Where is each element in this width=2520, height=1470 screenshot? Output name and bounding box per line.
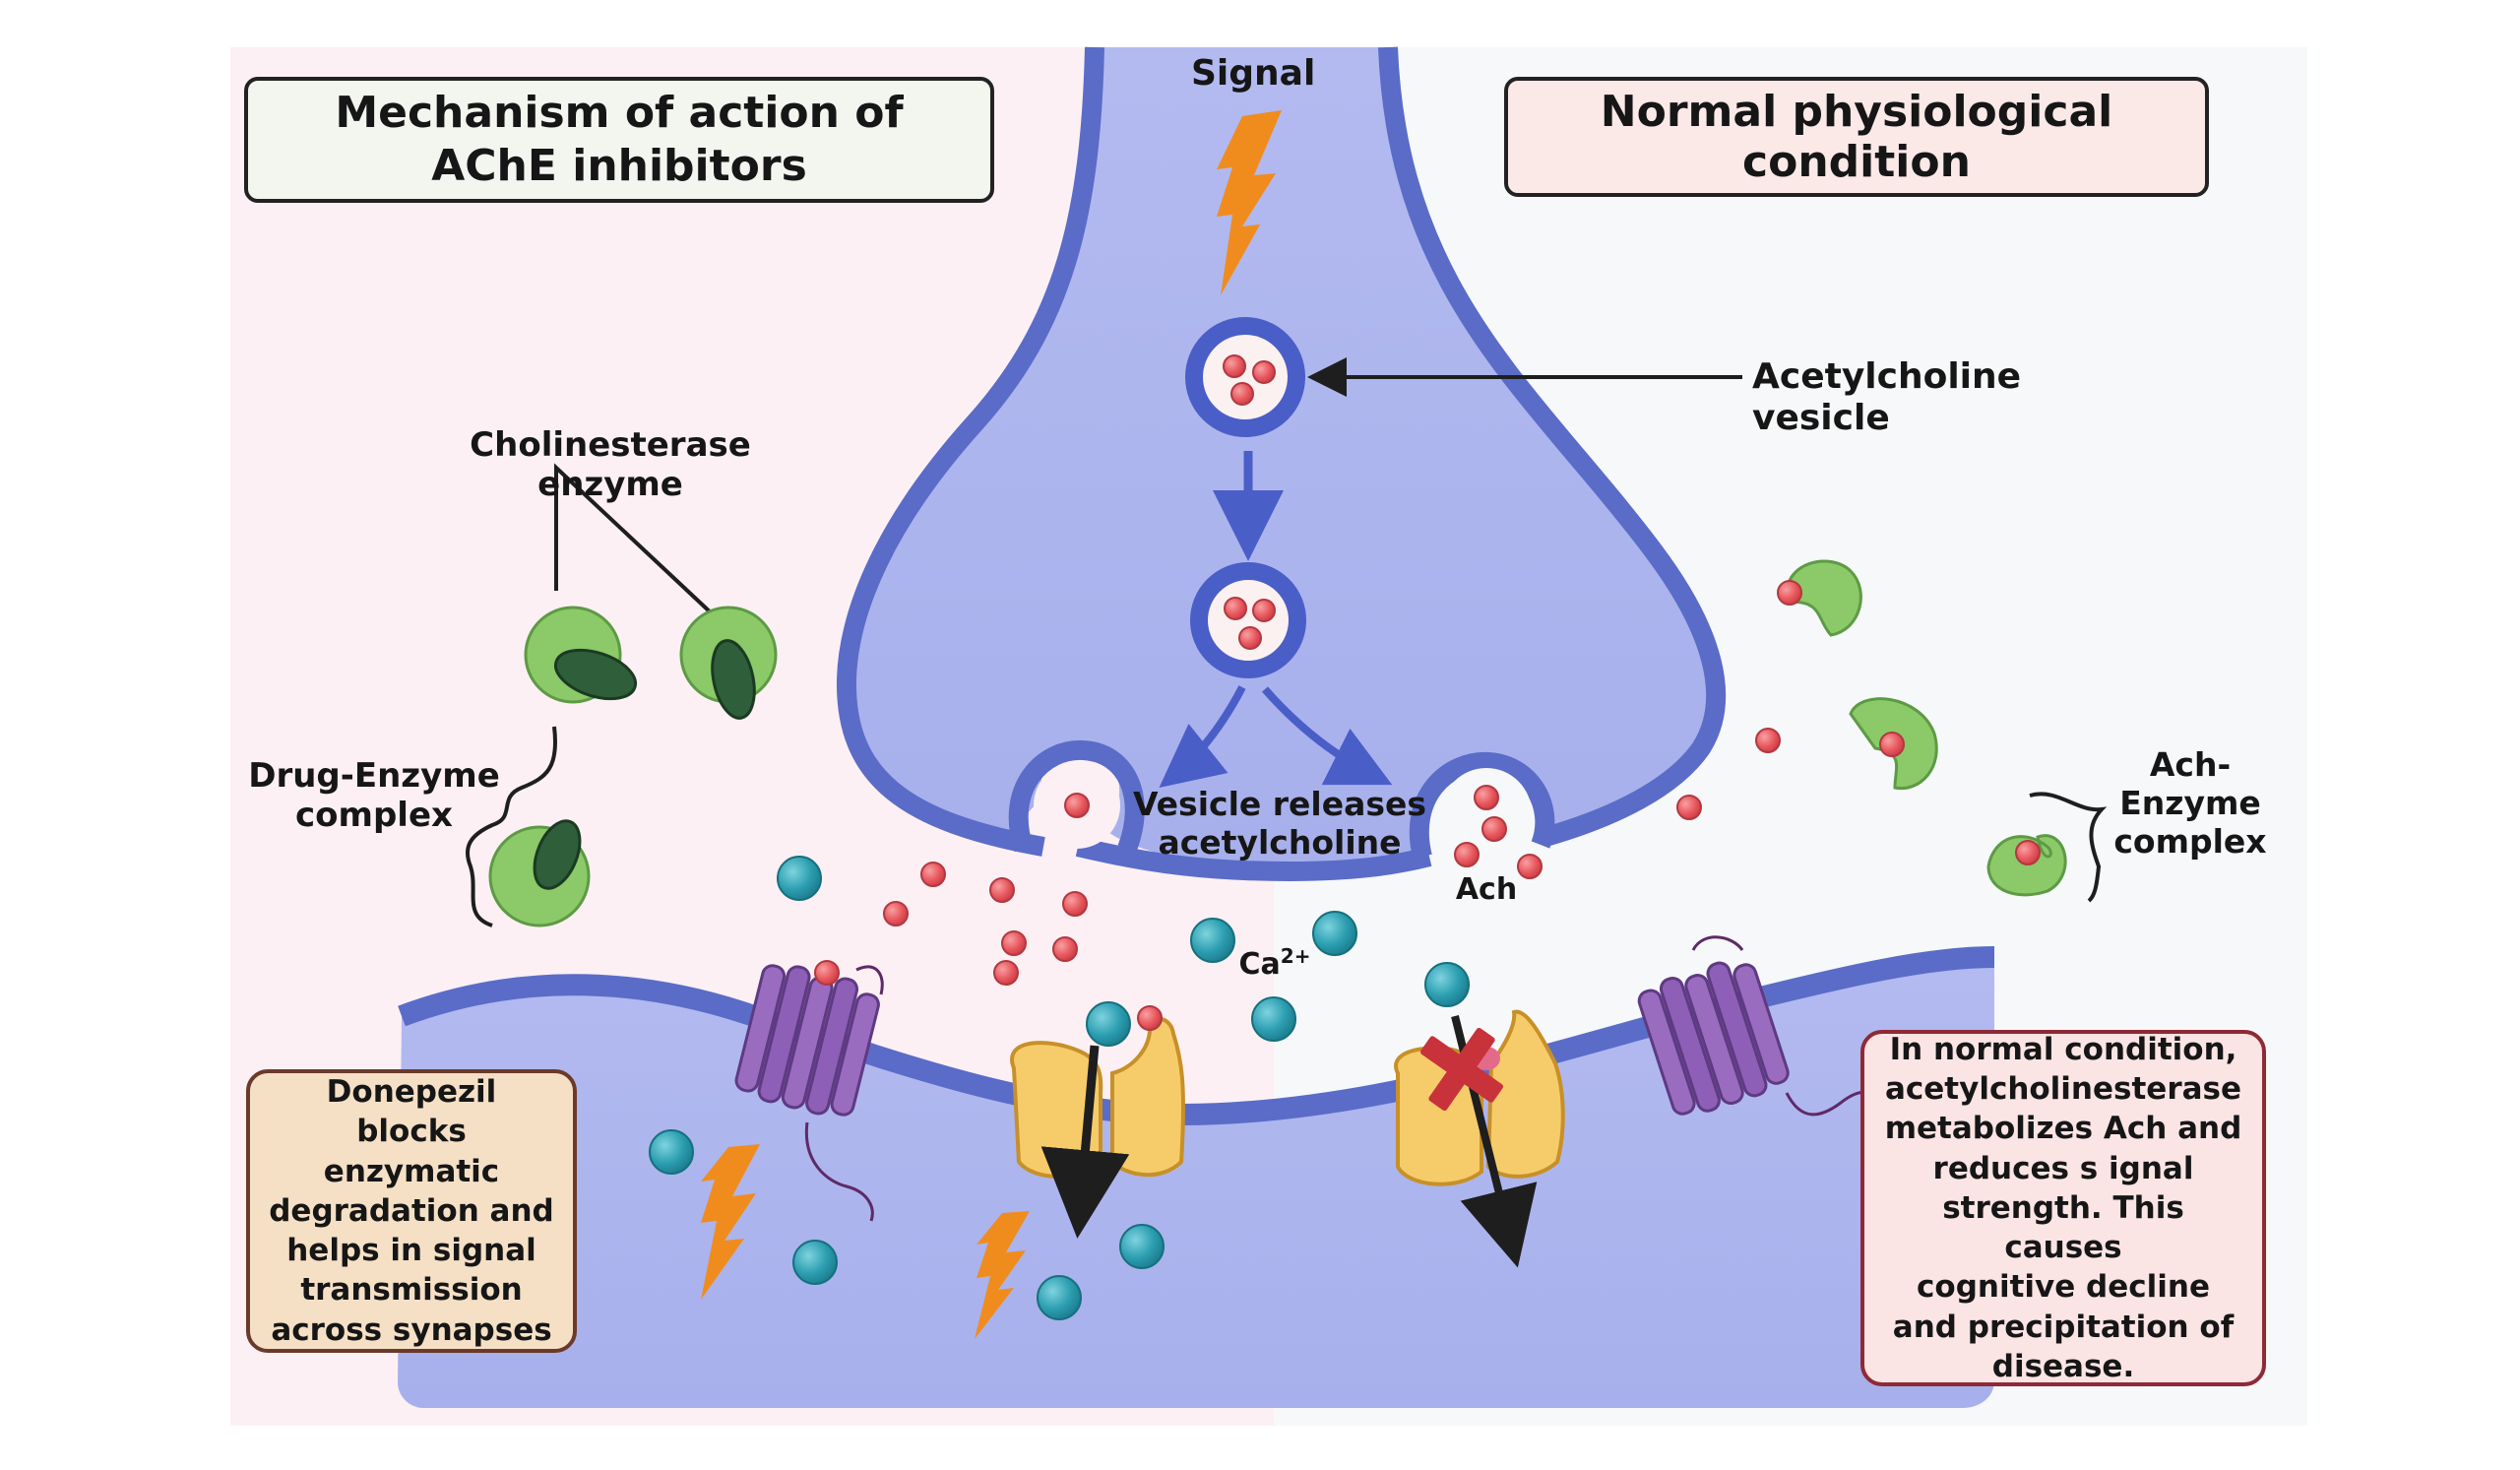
receptor-left-tail xyxy=(804,965,884,1222)
calcium-label: Ca2+ xyxy=(1230,944,1319,982)
calcium-ion xyxy=(1086,1001,1131,1047)
acetylcholine-molecule xyxy=(883,901,909,927)
calcium-ion xyxy=(1190,918,1235,963)
acetylcholine-molecule xyxy=(1777,580,1802,606)
ach-enzyme-complex-label: Ach- Enzyme complex xyxy=(2107,745,2274,862)
donepezil-line: transmission xyxy=(300,1272,523,1309)
acetylcholine-molecule xyxy=(1052,936,1078,962)
title-mechanism: Mechanism of action of AChE inhibitors xyxy=(244,77,994,203)
normal-info-line: In normal condition, xyxy=(1889,1031,2237,1067)
acetylcholine-molecule xyxy=(1224,597,1247,620)
acetylcholine-molecule xyxy=(1879,732,1905,757)
normal-condition-info-box: In normal condition, acetylcholinesteras… xyxy=(1860,1030,2266,1386)
signal-bolt-icon xyxy=(701,1144,760,1300)
ach-vesicle-label: Acetylcholine vesicle xyxy=(1752,356,2022,439)
calcium-charge: 2+ xyxy=(1280,944,1311,968)
donepezil-line: enzymatic xyxy=(323,1153,500,1189)
drug-enzyme-complex-line-1: Drug-Enzyme xyxy=(248,756,500,796)
enzyme-drug-1 xyxy=(524,606,638,704)
fusing-vesicle-right xyxy=(1409,751,1555,860)
acetylcholine-molecule xyxy=(1230,382,1254,406)
acetylcholine-vesicle-middle xyxy=(1190,562,1306,678)
acetylcholine-molecule xyxy=(814,960,840,986)
acetylcholine-molecule xyxy=(1137,1005,1163,1031)
acetylcholine-molecules xyxy=(814,354,2041,1031)
ion-flow-arrow xyxy=(1040,1045,1130,1239)
acetylcholine-molecule xyxy=(1064,793,1090,818)
calcium-ion xyxy=(649,1129,694,1175)
acetylcholine-molecule xyxy=(1676,795,1702,820)
normal-info-line: disease. xyxy=(1991,1349,2135,1385)
vesicle-releases-line-2: acetylcholine xyxy=(1158,822,1402,862)
drug-enzyme-complex-line-2: complex xyxy=(295,796,453,836)
calcium-ion xyxy=(1119,1224,1165,1269)
signal-label: Signal xyxy=(1191,53,1316,94)
receptor-right xyxy=(1637,961,1790,1116)
calcium-ion xyxy=(792,1240,838,1285)
ion-channel-open xyxy=(1010,1016,1185,1179)
acetylcholine-molecule xyxy=(1062,891,1088,917)
calcium-symbol: Ca xyxy=(1238,947,1281,982)
acetylcholine-molecule xyxy=(989,877,1015,903)
normal-info-line: cognitive decline xyxy=(1917,1269,2210,1306)
acetylcholine-molecule xyxy=(1252,599,1276,622)
ach-complex-bracket xyxy=(2029,792,2108,903)
cholinesterase-enzyme-label: Cholinesterase enzyme xyxy=(470,425,751,505)
calcium-ion xyxy=(1251,996,1296,1042)
enzyme-pointer-lines xyxy=(554,463,716,617)
calcium-ion xyxy=(777,856,822,901)
receptor-left xyxy=(734,964,880,1117)
donepezil-info-box: Donepezil blocks enzymatic degradation a… xyxy=(246,1069,577,1353)
acetylcholine-molecule xyxy=(1252,360,1276,384)
normal-info-line: metabolizes Ach and xyxy=(1884,1111,2242,1147)
acetylcholine-molecule xyxy=(1001,930,1027,956)
normal-info-line: strength. This causes xyxy=(1942,1189,2184,1266)
block-x-icon xyxy=(1420,1028,1503,1111)
acetylcholine-molecule xyxy=(2015,840,2041,865)
ach-enzyme-1 xyxy=(1785,559,1862,637)
title-mechanism-line-1: Mechanism of action of xyxy=(335,88,904,139)
donepezil-line: helps in signal xyxy=(286,1233,536,1269)
vesicle-releases-line-1: Vesicle releases xyxy=(1132,785,1427,823)
signal-bolt-icon xyxy=(975,1211,1030,1339)
acetylcholine-molecule xyxy=(920,862,946,887)
acetylcholine-molecule xyxy=(1238,626,1262,650)
signal-bolt-icon xyxy=(1217,110,1282,295)
receptor-right-tail xyxy=(1691,935,1866,1117)
donepezil-line: across synapses xyxy=(271,1311,552,1348)
acetylcholine-molecule xyxy=(1517,854,1543,879)
drug-enzyme-complex xyxy=(488,819,591,927)
drug-complex-bracket xyxy=(465,726,557,927)
calcium-ion xyxy=(1424,962,1470,1007)
acetylcholine-molecule xyxy=(993,960,1019,986)
release-arrow-left xyxy=(1159,685,1246,788)
release-arrow-right xyxy=(1261,686,1393,786)
normal-info-line: acetylcholinesterase xyxy=(1884,1070,2242,1107)
enzyme-drug-2 xyxy=(679,606,778,720)
ach-label: Ach xyxy=(1455,872,1518,907)
vesicle-releases-label: Vesicle releases acetylcholine xyxy=(1132,785,1427,863)
title-mechanism-line-2: AChE inhibitors xyxy=(431,141,807,191)
acetylcholine-molecule xyxy=(1474,785,1499,810)
ach-enzyme-complex-line-1: Ach- xyxy=(2149,745,2232,784)
acetylcholine-molecule xyxy=(1755,728,1781,753)
donepezil-line: Donepezil blocks xyxy=(326,1073,497,1150)
ach-enzyme-complex-line-3: complex xyxy=(2113,821,2267,861)
ach-enzyme-complex-line-2: Enzyme xyxy=(2119,783,2261,822)
title-normal-condition: Normal physiological condition xyxy=(1504,77,2209,197)
acetylcholine-molecule xyxy=(1454,842,1480,867)
presynaptic-terminal xyxy=(846,47,1717,866)
drug-enzyme-complex-label: Drug-Enzyme complex xyxy=(246,756,502,835)
normal-info-line: and precipitation of xyxy=(1892,1309,2235,1345)
acetylcholine-vesicle-top xyxy=(1185,317,1305,437)
presynaptic-membrane xyxy=(836,46,1727,882)
donepezil-line: degradation and xyxy=(269,1192,554,1229)
calcium-ion xyxy=(1312,911,1357,956)
normal-info-line: reduces s ignal xyxy=(1932,1150,2194,1186)
calcium-ion xyxy=(1037,1275,1082,1320)
acetylcholine-molecule xyxy=(1223,354,1246,378)
acetylcholine-molecule xyxy=(1481,816,1507,842)
calcium-ions xyxy=(649,856,1470,1320)
